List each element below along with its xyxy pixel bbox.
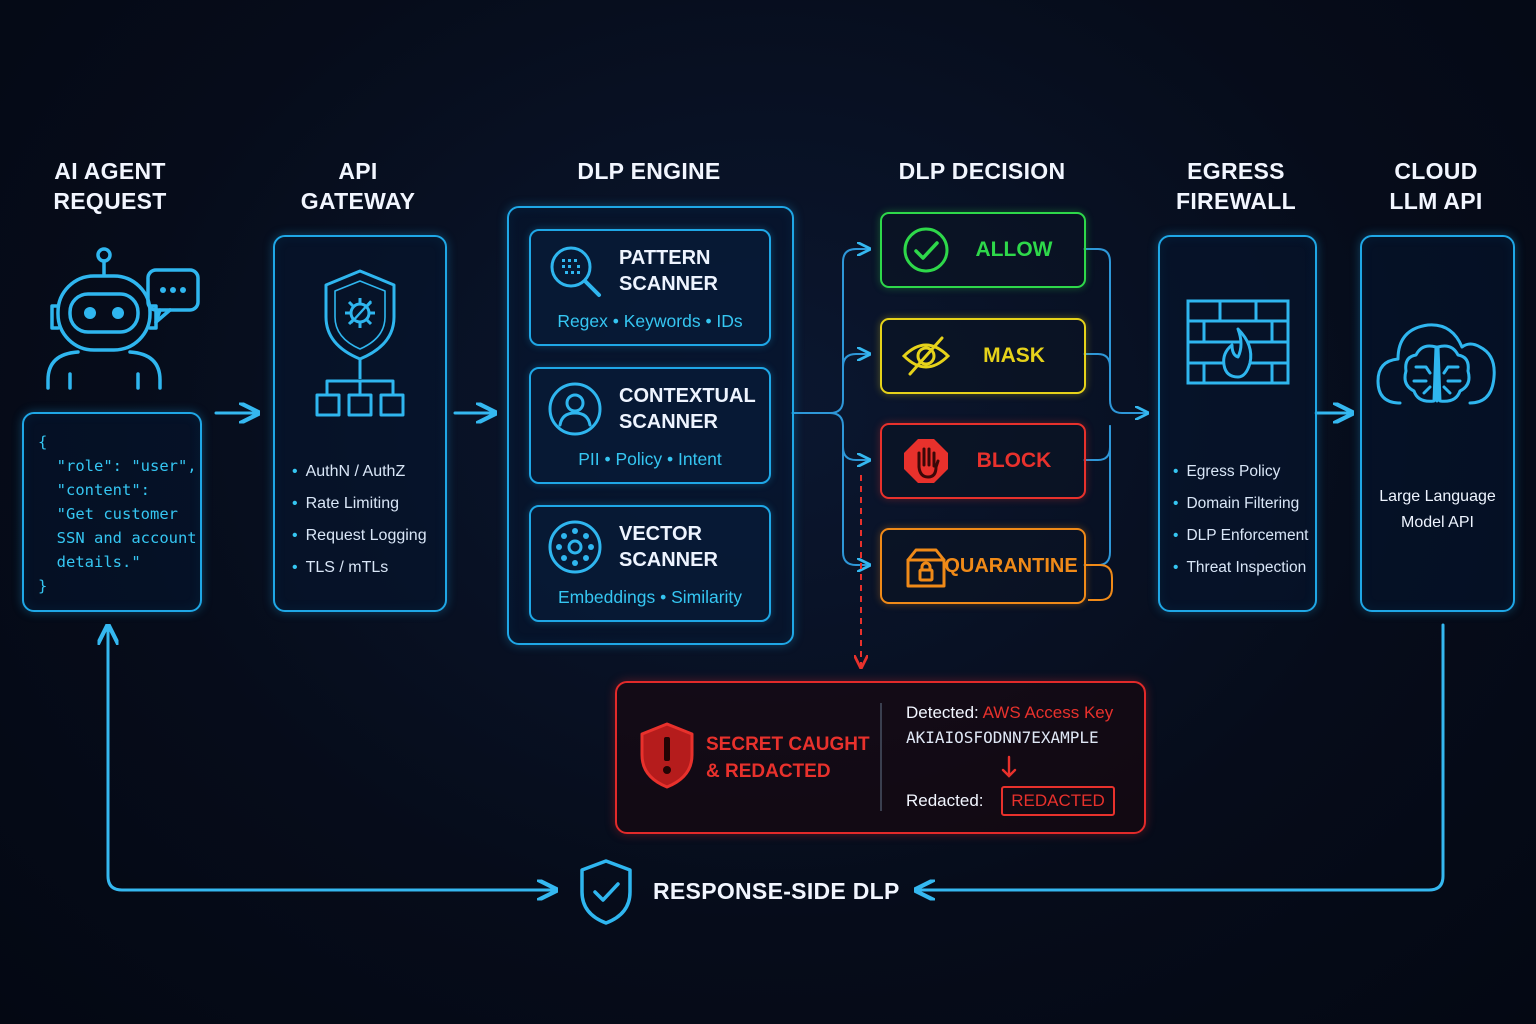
- egress-item: Egress Policy: [1173, 456, 1309, 488]
- agent-title: AI AGENT REQUEST: [53, 158, 167, 214]
- cloud-panel: Large Language Model API: [1360, 235, 1515, 612]
- shield-network-icon: [315, 269, 405, 417]
- alert-shield-icon: [640, 722, 694, 789]
- egress-title: EGRESS FIREWALL: [1176, 158, 1296, 214]
- eye-slash-icon: [902, 336, 950, 376]
- cloud-brain-icon: [1376, 323, 1496, 405]
- egress-feature-list: Egress Policy Domain Filtering DLP Enfor…: [1173, 456, 1309, 584]
- scanner-name: CONTEXTUAL SCANNER: [619, 385, 756, 433]
- shield-check-icon: [580, 859, 632, 925]
- egress-item: DLP Enforcement: [1173, 520, 1308, 552]
- vector-icon: [548, 520, 602, 574]
- decision-block: BLOCK: [880, 423, 1086, 499]
- quarantine-box-icon: [906, 548, 946, 588]
- user-icon: [548, 382, 602, 436]
- decision-label: BLOCK: [976, 449, 1052, 472]
- detected-type: AWS Access Key: [982, 703, 1114, 722]
- egress-item: Threat Inspection: [1173, 552, 1309, 584]
- response-side-dlp-label: RESPONSE-SIDE DLP: [653, 878, 900, 904]
- stop-hand-icon: [904, 439, 948, 483]
- magnifier-icon: [550, 246, 601, 297]
- gateway-item: Rate Limiting: [292, 488, 427, 520]
- firewall-icon: [1186, 299, 1290, 385]
- vector-scanner: VECTOR SCANNER Embeddings • Similarity: [529, 505, 771, 622]
- scanner-subtitle: Embeddings • Similarity: [557, 587, 743, 607]
- dlp-engine-title: DLP ENGINE: [577, 158, 721, 184]
- decision-label: ALLOW: [975, 238, 1053, 261]
- scanner-name: PATTERN SCANNER: [619, 247, 718, 295]
- redacted-label: Redacted:: [906, 791, 984, 810]
- decision-mask: MASK: [880, 318, 1086, 394]
- pattern-scanner: PATTERN SCANNER Regex • Keywords • IDs: [529, 229, 771, 346]
- request-json: { "role": "user", "content": "Get custom…: [38, 433, 197, 595]
- check-icon: [903, 227, 949, 273]
- scanner-subtitle: PII • Policy • Intent: [578, 449, 722, 469]
- dlp-decision-title: DLP DECISION: [898, 158, 1066, 184]
- decision-quarantine: QUARANTINE: [880, 528, 1086, 604]
- gateway-panel: AuthN / AuthZ Rate Limiting Request Logg…: [273, 235, 447, 612]
- arrow-down-icon: [1001, 755, 1017, 778]
- redacted-badge: REDACTED: [1001, 786, 1115, 816]
- alert-title: SECRET CAUGHT & REDACTED: [706, 734, 870, 782]
- scanner-name: VECTOR SCANNER: [619, 523, 718, 571]
- decision-label: QUARANTINE: [944, 555, 1078, 577]
- robot-icon: [46, 247, 200, 390]
- agent-request-panel: { "role": "user", "content": "Get custom…: [22, 412, 202, 612]
- alert-divider: [880, 703, 882, 811]
- secret-alert-panel: SECRET CAUGHT & REDACTED Detected: AWS A…: [615, 681, 1146, 834]
- decision-allow: ALLOW: [880, 212, 1086, 288]
- decision-label: MASK: [983, 344, 1045, 367]
- egress-panel: Egress Policy Domain Filtering DLP Enfor…: [1158, 235, 1317, 612]
- contextual-scanner: CONTEXTUAL SCANNER PII • Policy • Intent: [529, 367, 771, 484]
- detected-label: Detected:: [906, 703, 979, 722]
- gateway-item: AuthN / AuthZ: [292, 456, 427, 488]
- return-path-agent: [106, 628, 554, 892]
- cloud-label: Large Language Model API: [1379, 488, 1496, 531]
- detected-key: AKIAIOSFODNN7EXAMPLE: [906, 728, 1099, 747]
- scanner-subtitle: Regex • Keywords • IDs: [557, 311, 743, 331]
- cloud-title: CLOUD LLM API: [1389, 158, 1483, 214]
- gateway-title: API GATEWAY: [300, 158, 416, 214]
- gateway-item: Request Logging: [292, 520, 427, 552]
- gateway-feature-list: AuthN / AuthZ Rate Limiting Request Logg…: [292, 456, 427, 584]
- detected-row: Detected: AWS Access Key: [906, 703, 1113, 723]
- egress-item: Domain Filtering: [1173, 488, 1309, 520]
- gateway-item: TLS / mTLs: [292, 552, 427, 584]
